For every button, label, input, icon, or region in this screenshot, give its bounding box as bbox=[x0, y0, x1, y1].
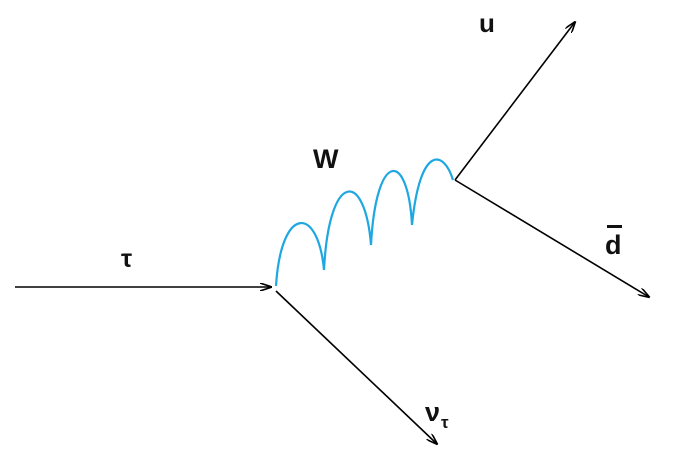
tau-neutrino-line bbox=[275, 290, 437, 444]
up-quark-line bbox=[454, 22, 575, 181]
w-boson-label: W bbox=[313, 144, 339, 174]
anti-down-quark-letter: d bbox=[605, 230, 622, 260]
w-boson-wave bbox=[274, 158, 455, 287]
up-quark-label: u bbox=[479, 8, 495, 38]
anti-down-quark-overbar bbox=[607, 225, 622, 228]
neutrino-subscript: τ bbox=[441, 413, 449, 432]
anti-down-quark-label: d bbox=[605, 225, 622, 260]
tau-label: τ bbox=[121, 245, 133, 273]
anti-down-quark-line bbox=[454, 179, 649, 297]
neutrino-symbol: ν bbox=[425, 397, 441, 427]
tau-neutrino-label: ντ bbox=[425, 397, 449, 432]
